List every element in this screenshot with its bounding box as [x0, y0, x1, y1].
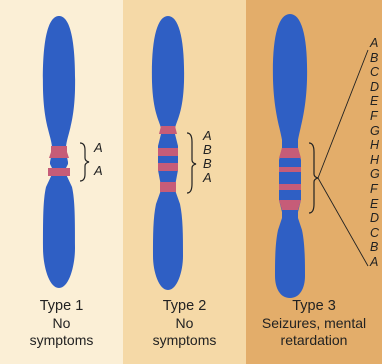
expanded-repeat-label: H	[370, 154, 379, 167]
expanded-repeat-label: D	[370, 81, 379, 94]
repeat-label: A	[203, 171, 212, 184]
description-line-1: Seizures, mental	[246, 315, 382, 332]
expanded-repeat-label: D	[370, 212, 379, 225]
caption-type-3: Type 3 Seizures, mental retardation	[246, 298, 382, 349]
repeat-band-a-bottom	[160, 182, 176, 192]
repeat-band-b-2	[158, 163, 178, 171]
repeat-band-b-1	[158, 148, 178, 156]
caption-type-1: Type 1 No symptoms	[0, 298, 123, 349]
expanded-repeat-label: B	[370, 52, 378, 65]
repeat-label: A	[203, 129, 212, 142]
repeat-band-a-top	[159, 126, 177, 134]
type-label: Type 1	[0, 298, 123, 315]
repeat-label: A	[94, 141, 103, 154]
repeat-band-upper	[51, 146, 67, 152]
description-line-2: symptoms	[0, 332, 123, 349]
description-line-1: No	[0, 315, 123, 332]
expanded-repeat-label: C	[370, 66, 379, 79]
expanded-repeat-label: B	[370, 241, 378, 254]
expanded-repeat-label: A	[370, 256, 378, 269]
expanded-repeat-label: F	[370, 110, 378, 123]
expanded-repeat-label: E	[370, 95, 378, 108]
expanded-repeat-label: A	[370, 37, 378, 50]
expanded-repeat-label: H	[370, 139, 379, 152]
expanded-repeat-label: G	[370, 168, 380, 181]
repeat-label: A	[94, 164, 103, 177]
repeat-band-1	[279, 148, 301, 158]
description-line-1: No	[123, 315, 246, 332]
repeat-label: B	[203, 157, 212, 170]
type-label: Type 2	[123, 298, 246, 315]
caption-type-2: Type 2 No symptoms	[123, 298, 246, 349]
repeat-band-4	[279, 200, 301, 210]
expanded-repeat-label: F	[370, 183, 378, 196]
expanded-repeat-label: C	[370, 227, 379, 240]
repeat-band-3	[279, 184, 301, 190]
expanded-repeat-label: G	[370, 125, 380, 138]
repeat-label: B	[203, 143, 212, 156]
type-label: Type 3	[246, 298, 382, 315]
expanded-repeat-label: E	[370, 198, 378, 211]
description-line-2: retardation	[246, 332, 382, 349]
repeat-band-upper-2	[49, 152, 69, 158]
repeat-band-lower	[48, 168, 70, 176]
repeat-band-2	[279, 167, 301, 172]
description-line-2: symptoms	[123, 332, 246, 349]
